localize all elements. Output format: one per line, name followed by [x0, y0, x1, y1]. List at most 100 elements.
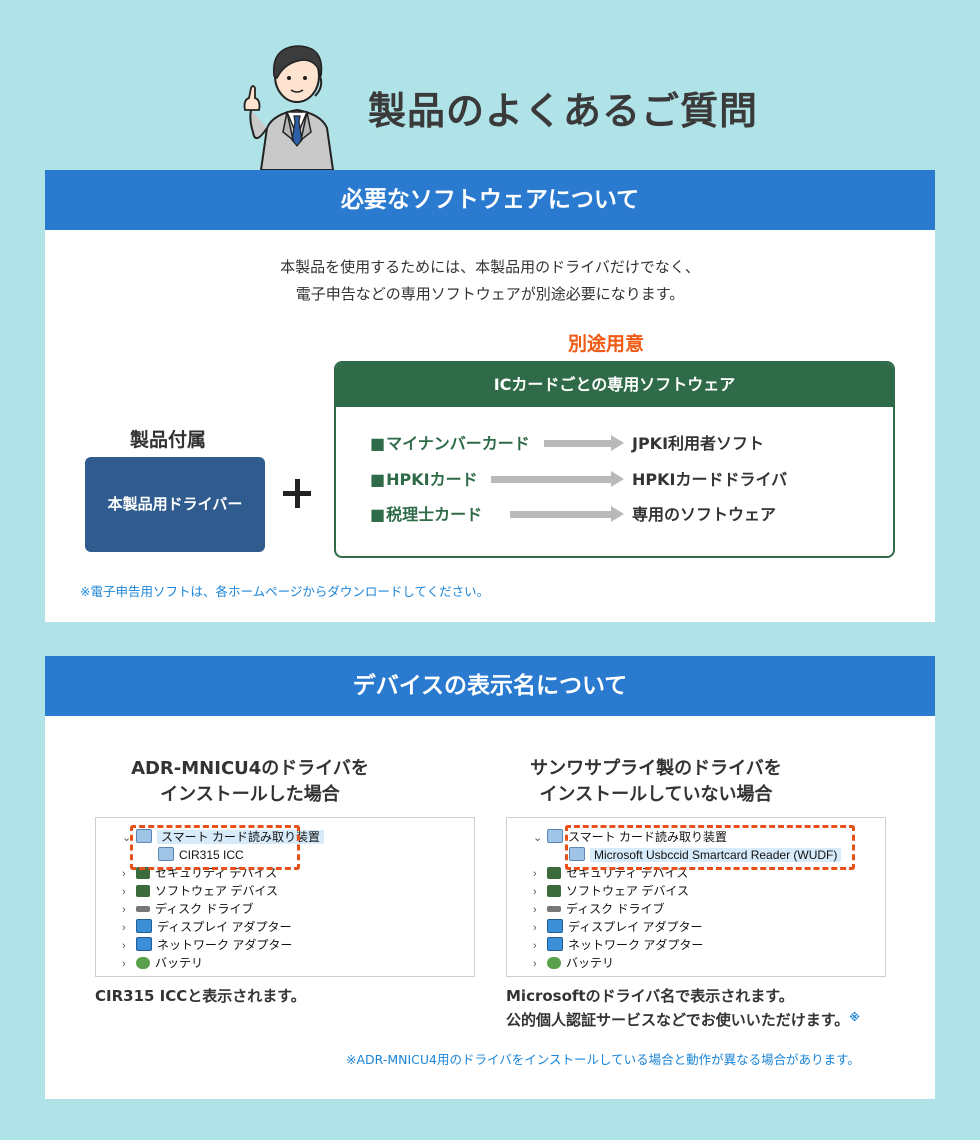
chevron-right-icon: › [122, 940, 126, 952]
software-device-icon [136, 885, 150, 897]
tree-item-row[interactable]: › ディスク ドライブ [533, 900, 665, 918]
chevron-right-icon: › [533, 868, 537, 880]
tree-item-label: ディスプレイ アダプター [157, 920, 292, 934]
faq-header: 製品のよくあるご質問 [0, 0, 980, 170]
businessman-illustration [243, 45, 335, 170]
tree-item-row[interactable]: › ソフトウェア デバイス [533, 882, 689, 900]
security-device-icon [547, 867, 561, 879]
tree-item-row[interactable]: › ディスプレイ アダプター [122, 918, 292, 936]
tree-item-label: ソフトウェア デバイス [566, 884, 689, 898]
chevron-right-icon: › [122, 922, 126, 934]
arrow-right-icon [491, 471, 624, 487]
chevron-right-icon: › [533, 904, 537, 916]
battery-icon [547, 957, 561, 969]
right-caption-line-1: Microsoftのドライバ名で表示されます。 [506, 987, 794, 1005]
right-title-line-2: インストールしていない場合 [539, 784, 773, 805]
tree-item-row[interactable]: ›バッテリ [122, 954, 203, 972]
network-adapter-icon [547, 937, 563, 951]
battery-icon [136, 957, 150, 969]
highlight-frame [565, 825, 855, 870]
intro-line-2: 電子申告などの専用ソフトウェアが別途必要になります。 [295, 285, 685, 303]
card-name: HPKIカード [370, 468, 477, 492]
card-software-box: ICカードごとの専用ソフトウェア マイナンバーカード JPKI利用者ソフト HP… [334, 361, 895, 558]
tree-child-label: CIR315 ICC [179, 848, 244, 862]
tree-item-label: バッテリ [155, 956, 204, 970]
page-title: 製品のよくあるご質問 [368, 89, 759, 133]
tree-item-label: ディスプレイ アダプター [568, 920, 703, 934]
left-column-title: ADR-MNICU4のドライバを インストールした場合 [55, 756, 445, 808]
chevron-right-icon: › [533, 886, 537, 898]
tree-item-row[interactable]: › ディスク ドライブ [122, 900, 254, 918]
tree-item-row[interactable]: › ネットワーク アダプター [122, 936, 292, 954]
software-name: JPKI利用者ソフト [632, 434, 765, 453]
left-caption: CIR315 ICCと表示されます。 [95, 987, 306, 1005]
disk-drive-icon [136, 906, 150, 912]
smartcard-reader-icon [136, 829, 152, 843]
software-row: マイナンバーカード JPKI利用者ソフト [336, 432, 893, 456]
tree-item-label: ネットワーク アダプター [157, 938, 293, 952]
chevron-right-icon: › [533, 940, 537, 952]
tree-item-label: ディスク ドライブ [155, 902, 254, 916]
software-row: 税理士カード 専用のソフトウェア [336, 503, 893, 527]
software-name: HPKIカードドライバ [632, 470, 788, 489]
right-caption-line-2-wrap: 公的個人認証サービスなどでお使いいただけます。※ [506, 1007, 860, 1031]
arrow-right-icon [510, 506, 624, 522]
smartcard-reader-icon [547, 829, 563, 843]
chevron-down-icon: ⌄ [533, 832, 543, 844]
display-adapter-icon [136, 919, 152, 933]
chevron-right-icon: › [533, 922, 537, 934]
intro-line-1: 本製品を使用するためには、本製品用のドライバだけでなく、 [280, 258, 700, 276]
tree-item-row[interactable]: › バッテリ [533, 954, 614, 972]
chevron-right-icon: › [122, 904, 126, 916]
tree-item-row[interactable]: › ディスプレイ アダプター [533, 918, 703, 936]
right-caption-line-2: 公的個人認証サービスなどでお使いいただけます。 [506, 1011, 850, 1029]
left-title-line-2: インストールした場合 [160, 784, 340, 805]
software-intro: 本製品を使用するためには、本製品用のドライバだけでなく、 電子申告などの専用ソフ… [45, 254, 935, 308]
section-title-software: 必要なソフトウェアについて [45, 170, 935, 230]
tree-child-row[interactable]: CIR315 ICC [158, 846, 244, 864]
card-name: 税理士カード [370, 503, 482, 527]
tree-item-label: ディスク ドライブ [566, 902, 665, 916]
chevron-right-icon: › [533, 958, 537, 970]
tree-item-label: ソフトウェア デバイス [155, 884, 278, 898]
right-title-line-1: サンワサプライ製のドライバを [530, 758, 782, 779]
plus-icon [283, 477, 317, 511]
tree-group-row[interactable]: ⌄ スマート カード読み取り装置 [533, 828, 727, 846]
card-name: マイナンバーカード [370, 432, 530, 456]
download-note: ※電子申告用ソフトは、各ホームページからダウンロードしてください。 [80, 584, 490, 599]
chevron-down-icon: ⌄ [122, 832, 132, 844]
right-column-title: サンワサプライ製のドライバを インストールしていない場合 [461, 756, 851, 808]
product-driver-box: 本製品用ドライバー [85, 457, 265, 552]
highlight-frame [130, 825, 300, 870]
tree-item-label: バッテリ [566, 956, 615, 970]
tree-group-label: スマート カード読み取り装置 [157, 830, 324, 844]
tree-child-row[interactable]: Microsoft Usbccid Smartcard Reader (WUDF… [569, 846, 842, 864]
software-device-icon [547, 885, 561, 897]
device-name-section: デバイスの表示名について ADR-MNICU4のドライバを インストールした場合… [45, 656, 935, 1099]
left-title-line-1: ADR-MNICU4のドライバを [131, 758, 369, 779]
section-title-device-name: デバイスの表示名について [45, 656, 935, 716]
required-software-section: 必要なソフトウェアについて 本製品を使用するためには、本製品用のドライバだけでな… [45, 170, 935, 622]
tree-group-row[interactable]: ⌄ スマート カード読み取り装置 [122, 828, 324, 846]
tree-child-label: Microsoft Usbccid Smartcard Reader (WUDF… [590, 848, 842, 862]
tree-item-row[interactable]: › ネットワーク アダプター [533, 936, 703, 954]
chevron-right-icon: › [122, 868, 126, 880]
right-caption: Microsoftのドライバ名で表示されます。 公的個人認証サービスなどでお使い… [506, 985, 860, 1031]
device-manager-screenshot-left: ⌄スマート カード読み取り装置 CIR315 ICC ›セキュリティ デバイス … [95, 817, 475, 977]
security-device-icon [136, 867, 150, 879]
chevron-right-icon: › [122, 886, 126, 898]
disk-drive-icon [547, 906, 561, 912]
software-name: 専用のソフトウェア [632, 505, 777, 524]
smartcard-reader-icon [569, 847, 585, 861]
tree-item-row[interactable]: › ソフトウェア デバイス [122, 882, 278, 900]
footnote-mark: ※ [849, 1011, 860, 1024]
network-adapter-icon [136, 937, 152, 951]
device-manager-screenshot-right: ⌄ スマート カード読み取り装置 Microsoft Usbccid Smartc… [506, 817, 886, 977]
behavior-note: ※ADR-MNICU4用のドライバをインストールしている場合と動作が異なる場合が… [346, 1052, 860, 1067]
tree-item-label: ネットワーク アダプター [568, 938, 704, 952]
display-adapter-icon [547, 919, 563, 933]
separate-purchase-label: 別途用意 [568, 333, 645, 355]
tree-group-label: スマート カード読み取り装置 [568, 830, 727, 844]
card-software-title: ICカードごとの専用ソフトウェア [336, 363, 893, 407]
smartcard-reader-icon [158, 847, 174, 861]
